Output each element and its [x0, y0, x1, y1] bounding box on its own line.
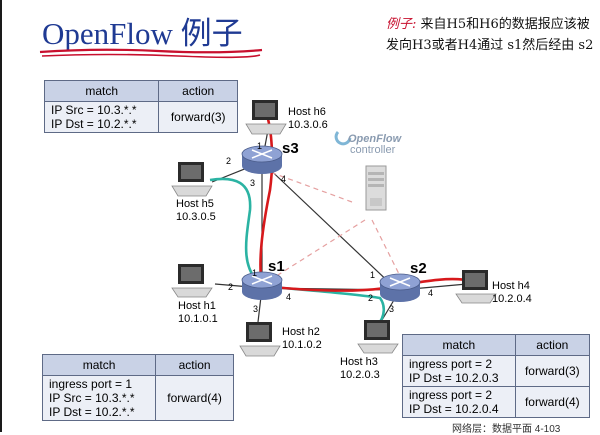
match-line: IP Dst = 10.2.*.*	[49, 405, 135, 419]
host-h6-computer-icon	[245, 100, 287, 135]
port-s1-2: 2	[228, 282, 234, 292]
port-s1-4: 4	[286, 292, 292, 302]
host-h1-name: Host h1	[178, 300, 216, 312]
port-s2-3: 3	[389, 304, 395, 314]
match-line: IP Src = 10.3.*.*	[51, 103, 137, 117]
slide-footer: 网络层：数据平面 4-103	[452, 424, 561, 435]
host-h5-name: Host h5	[176, 198, 214, 210]
control-link-s2	[371, 219, 403, 281]
match-line: IP Dst = 10.2.0.4	[409, 402, 499, 416]
host-h1-ip: 10.1.0.1	[178, 313, 218, 325]
flow-table-s3-row: IP Src = 10.3.*.* IP Dst = 10.2.*.* forw…	[43, 101, 238, 133]
link-s3-s2	[261, 161, 396, 289]
host-h2-name: Host h2	[282, 326, 320, 338]
port-s3-3: 3	[250, 178, 256, 188]
host-h5-ip: 10.3.0.5	[176, 211, 216, 223]
port-s1-3: 3	[253, 304, 259, 314]
flow-table-s3-action: forward(3)	[158, 101, 238, 133]
flow-table-s1-action: forward(4)	[155, 375, 234, 421]
port-s3-1: 1	[257, 141, 263, 151]
host-h3-name: Host h3	[340, 356, 378, 368]
example-note: 例子: 来自H5和H6的数据报应该被发向H3或者H4通过 s1然后经由 s2	[386, 14, 596, 56]
host-h3-computer-icon	[357, 320, 399, 354]
host-h2-ip: 10.1.0.2	[282, 339, 322, 351]
flow-table-s1-header-match: match	[41, 354, 157, 376]
switch-label-s1: s1	[268, 258, 285, 275]
flow-table-s3-match: IP Src = 10.3.*.* IP Dst = 10.2.*.*	[43, 101, 160, 133]
host-h5-computer-icon	[171, 162, 213, 197]
host-h6-label: Host h6 10.3.0.6	[288, 106, 328, 132]
slide-title: OpenFlow 例子	[42, 16, 243, 51]
host-h6-name: Host h6	[288, 106, 326, 118]
host-h2-label: Host h2 10.1.0.2	[282, 326, 322, 352]
controller-label-line1: OpenFlow	[348, 133, 402, 145]
host-h1-label: Host h1 10.1.0.1	[178, 300, 218, 326]
title-underline	[39, 48, 263, 59]
match-line: IP Dst = 10.2.*.*	[51, 117, 137, 131]
flow-table-s2-match: ingress port = 2 IP Dst = 10.2.0.3	[402, 355, 516, 387]
controller-label: OpenFlow controller	[348, 134, 401, 156]
flow-table-s2: match action ingress port = 2 IP Dst = 1…	[402, 334, 591, 418]
control-link-s1	[269, 219, 366, 281]
flow-table-s1: match action ingress port = 1 IP Src = 1…	[41, 354, 234, 421]
slide-left-border	[0, 0, 2, 432]
flow-table-s3-header-match: match	[43, 80, 160, 102]
host-h4-computer-icon	[455, 270, 497, 304]
flow-table-s2-row: ingress port = 2 IP Dst = 10.2.0.3 forwa…	[402, 355, 591, 387]
flow-table-s2-action: forward(4)	[514, 386, 591, 418]
host-h3-ip: 10.2.0.3	[340, 369, 380, 381]
port-s2-2: 2	[368, 293, 374, 303]
control-link-s3	[269, 171, 353, 203]
match-line: ingress port = 1	[49, 377, 133, 391]
flow-table-s3-header-action: action	[158, 80, 238, 102]
flow-table-s1-row: ingress port = 1 IP Src = 10.3.*.* IP Ds…	[41, 375, 234, 421]
switch-label-s2: s2	[410, 260, 427, 277]
port-s3-2: 2	[226, 156, 232, 166]
host-h3-label: Host h3 10.2.0.3	[340, 356, 380, 382]
match-line: ingress port = 2	[409, 357, 493, 371]
port-s3-4: 4	[281, 174, 287, 184]
match-line: IP Dst = 10.2.0.3	[409, 371, 499, 385]
example-text: 来自H5和H6的数据报应该被发向H3或者H4通过 s1然后经由 s2	[386, 17, 594, 53]
flow-table-s1-header-action: action	[155, 354, 234, 376]
host-h1-computer-icon	[171, 264, 213, 298]
host-h6-ip: 10.3.0.6	[288, 119, 328, 131]
match-line: IP Src = 10.3.*.*	[49, 391, 135, 405]
flow-table-s1-match: ingress port = 1 IP Src = 10.3.*.* IP Ds…	[41, 375, 157, 421]
port-s2-1: 1	[370, 270, 376, 280]
match-line: ingress port = 2	[409, 388, 493, 402]
flow-table-s2-header-action: action	[514, 334, 591, 356]
flow-table-s2-row: ingress port = 2 IP Dst = 10.2.0.4 forwa…	[402, 386, 591, 418]
switch-label-s3: s3	[282, 140, 299, 157]
port-s2-4: 4	[428, 288, 434, 298]
host-h4-label: Host h4 10.2.0.4	[492, 280, 532, 306]
port-s1-1: 1	[252, 268, 258, 278]
flow-table-s2-match: ingress port = 2 IP Dst = 10.2.0.4	[402, 386, 516, 418]
switch-s1	[241, 271, 283, 300]
host-h4-name: Host h4	[492, 280, 530, 292]
controller-label-line2: controller	[350, 144, 396, 156]
flow-table-s2-header-match: match	[402, 334, 516, 356]
route-h5	[209, 177, 386, 323]
example-label: 例子:	[386, 17, 417, 32]
host-h4-ip: 10.2.0.4	[492, 293, 532, 305]
controller-server	[365, 165, 387, 211]
flow-table-s2-action: forward(3)	[514, 355, 591, 387]
host-h2-computer-icon	[239, 322, 281, 357]
switch-s3	[241, 145, 283, 174]
openflow-logo-icon	[334, 130, 352, 146]
host-h5-label: Host h5 10.3.0.5	[176, 198, 216, 224]
flow-table-s3: match action IP Src = 10.3.*.* IP Dst = …	[43, 80, 238, 133]
switch-s2	[379, 273, 421, 302]
